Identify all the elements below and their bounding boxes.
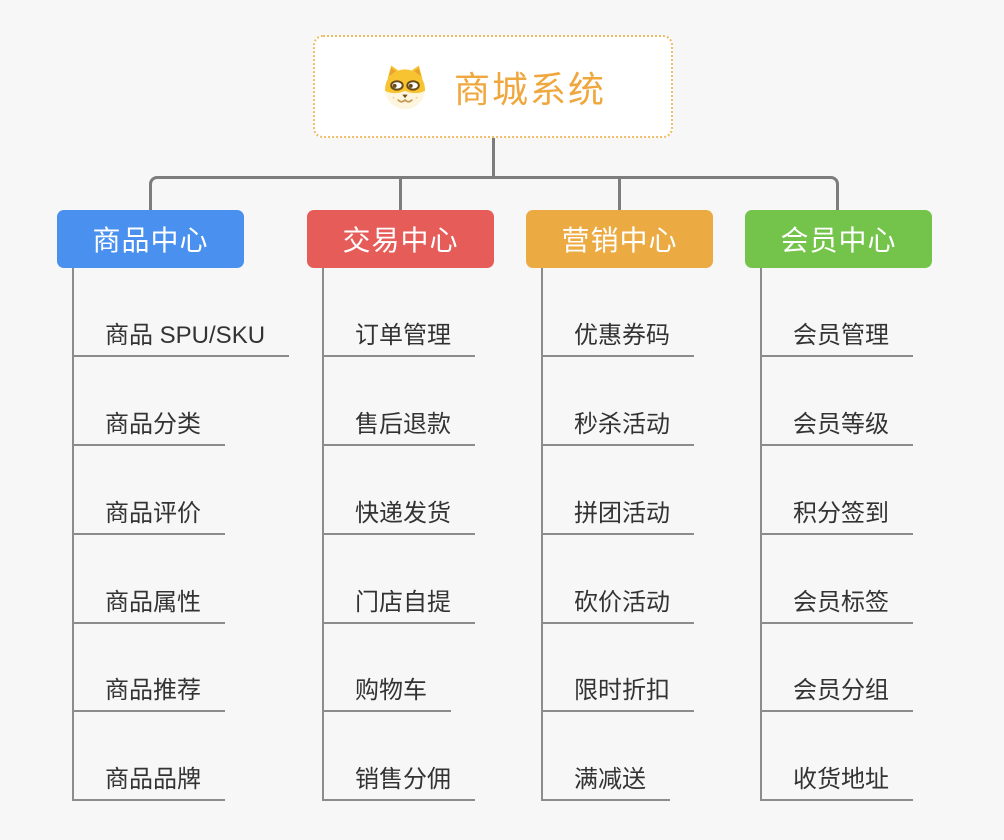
- branch-3: 会员中心 会员管理 会员等级 积分签到 会员标签 会员分组 收货地址: [745, 210, 975, 820]
- root-node[interactable]: 商城系统: [313, 35, 673, 138]
- branch-item-label: 会员标签: [793, 589, 889, 616]
- branch-item[interactable]: 优惠券码: [541, 321, 694, 357]
- branch-item[interactable]: 会员等级: [760, 410, 913, 446]
- branch-item[interactable]: 满减送: [541, 765, 670, 801]
- branch-item[interactable]: 售后退款: [322, 410, 475, 446]
- branch-item[interactable]: 限时折扣: [541, 676, 694, 712]
- branch-item[interactable]: 商品品牌: [72, 765, 225, 801]
- root-title: 商城系统: [453, 68, 606, 110]
- branch-item-label: 砍价活动: [574, 589, 670, 616]
- branch-item-label: 购物车: [355, 677, 427, 704]
- branch-item-label: 商品 SPU/SKU: [105, 322, 266, 349]
- connector-trunk: [149, 176, 839, 210]
- connector-root-stub: [492, 138, 495, 178]
- branch-item[interactable]: 收货地址: [760, 765, 913, 801]
- branch-label: 交易中心: [342, 225, 459, 256]
- branch-item[interactable]: 销售分佣: [322, 765, 475, 801]
- branch-item-label: 拼团活动: [574, 500, 670, 527]
- branch-item[interactable]: 商品分类: [72, 410, 225, 446]
- branch-item-label: 商品分类: [105, 411, 201, 438]
- branch-item[interactable]: 拼团活动: [541, 499, 694, 535]
- branch-item-label: 商品属性: [105, 589, 201, 616]
- branch-item-label: 会员等级: [793, 411, 889, 438]
- branch-item-label: 商品品牌: [105, 766, 201, 793]
- connector-drop-3: [618, 177, 621, 210]
- branch-item[interactable]: 购物车: [322, 676, 451, 712]
- branch-item[interactable]: 会员分组: [760, 676, 913, 712]
- branch-item[interactable]: 商品推荐: [72, 676, 225, 712]
- branch-item[interactable]: 秒杀活动: [541, 410, 694, 446]
- branch-item[interactable]: 商品属性: [72, 588, 225, 624]
- branch-label: 会员中心: [780, 225, 897, 256]
- branch-item-label: 收货地址: [793, 766, 889, 793]
- branch-item-label: 会员分组: [793, 677, 889, 704]
- branch-item[interactable]: 门店自提: [322, 588, 475, 624]
- branch-0: 商品中心 商品 SPU/SKU 商品分类 商品评价 商品属性 商品推荐 商品品牌: [57, 210, 290, 820]
- branch-label: 商品中心: [92, 225, 209, 256]
- branch-item-label: 秒杀活动: [574, 411, 670, 438]
- branch-item[interactable]: 商品评价: [72, 499, 225, 535]
- branch-item-label: 商品评价: [105, 500, 201, 527]
- branch-item[interactable]: 砍价活动: [541, 588, 694, 624]
- branch-item-label: 商品推荐: [105, 677, 201, 704]
- branch-header[interactable]: 会员中心: [745, 210, 932, 268]
- shiba-dog-icon: [380, 64, 430, 110]
- branch-item[interactable]: 商品 SPU/SKU: [72, 321, 290, 357]
- branch-item-label: 快递发货: [355, 500, 451, 527]
- branch-item[interactable]: 会员标签: [760, 588, 913, 624]
- connector-drop-2: [399, 177, 402, 210]
- branch-item-label: 优惠券码: [574, 322, 670, 349]
- branch-item-label: 售后退款: [355, 411, 451, 438]
- branch-item-label: 会员管理: [793, 322, 889, 349]
- branch-item[interactable]: 快递发货: [322, 499, 475, 535]
- branch-item-label: 满减送: [574, 766, 646, 793]
- branch-item-label: 销售分佣: [355, 766, 451, 793]
- branch-header[interactable]: 营销中心: [526, 210, 713, 268]
- branch-item-label: 限时折扣: [574, 677, 670, 704]
- branch-header[interactable]: 交易中心: [307, 210, 494, 268]
- branch-item[interactable]: 积分签到: [760, 499, 913, 535]
- branch-item-label: 积分签到: [793, 500, 889, 527]
- branch-header[interactable]: 商品中心: [57, 210, 244, 268]
- branch-item-label: 订单管理: [355, 322, 451, 349]
- branch-2: 营销中心 优惠券码 秒杀活动 拼团活动 砍价活动 限时折扣 满减送: [526, 210, 756, 820]
- branch-item-label: 门店自提: [355, 589, 451, 616]
- branch-item[interactable]: 订单管理: [322, 321, 475, 357]
- branch-item[interactable]: 会员管理: [760, 321, 913, 357]
- branch-label: 营销中心: [561, 225, 678, 256]
- branch-1: 交易中心 订单管理 售后退款 快递发货 门店自提 购物车 销售分佣: [307, 210, 537, 820]
